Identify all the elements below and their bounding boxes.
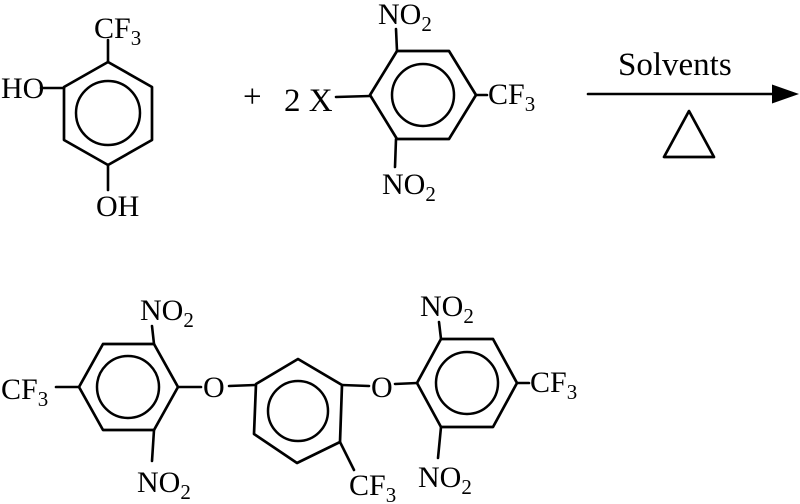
reactant-diol: CF3 HO OH — [1, 12, 154, 223]
product-right-ring: NO2 CF3 NO2 — [415, 290, 577, 499]
oxygen-label: O — [371, 371, 393, 404]
bond-cf3 — [338, 440, 356, 472]
no2-label: NO2 — [140, 294, 194, 332]
no2-label: NO2 — [137, 466, 191, 504]
bond-no2-bottom — [436, 425, 443, 460]
ether-link-left: O — [176, 371, 257, 404]
cf3-label: CF3 — [1, 373, 48, 411]
product: CF3 NO2 NO2 O CF3 O — [1, 290, 577, 504]
aromatic-circle — [434, 350, 500, 416]
ether-link-right: O — [371, 371, 419, 404]
cf3-label: CF3 — [530, 366, 577, 404]
aromatic-circle — [95, 354, 161, 420]
bond-no2-top — [394, 27, 399, 53]
bond-ring-o — [340, 383, 371, 388]
cf3-label: CF3 — [94, 12, 141, 50]
product-center-ring: CF3 — [252, 357, 396, 504]
reactant-halide: NO2 CF3 NO2 — [334, 0, 535, 206]
solvents-label: Solvents — [618, 47, 732, 83]
bond-no2-top — [437, 320, 443, 341]
bond-o-ring — [227, 383, 257, 388]
bond-no2-bottom — [150, 428, 156, 463]
no2-label: NO2 — [382, 168, 436, 206]
bond-o-ring — [393, 381, 419, 386]
oh-label: OH — [96, 190, 139, 223]
stoichiometry: + 2 X — [243, 79, 333, 119]
no2-label: NO2 — [418, 461, 472, 499]
bond-no2-bottom — [393, 137, 398, 169]
bond-no2-top — [150, 324, 156, 346]
cf3-label: CF3 — [349, 469, 396, 504]
aromatic-circle — [390, 62, 456, 128]
reaction-arrow: Solvents — [586, 47, 799, 159]
ho-label: HO — [1, 72, 44, 105]
product-left-ring: CF3 NO2 NO2 — [1, 294, 194, 504]
heat-triangle-icon — [662, 109, 716, 159]
cf3-label: CF3 — [488, 78, 535, 116]
plus-sign: + — [243, 79, 262, 115]
no2-label: NO2 — [420, 290, 474, 328]
arrow-head — [772, 84, 799, 104]
oxygen-label: O — [203, 371, 225, 404]
coefficient-label: 2 X — [284, 83, 333, 119]
bond-x-ring — [334, 94, 372, 99]
aromatic-circle — [74, 79, 142, 147]
aromatic-circle — [266, 379, 330, 443]
no2-label: NO2 — [378, 0, 432, 36]
